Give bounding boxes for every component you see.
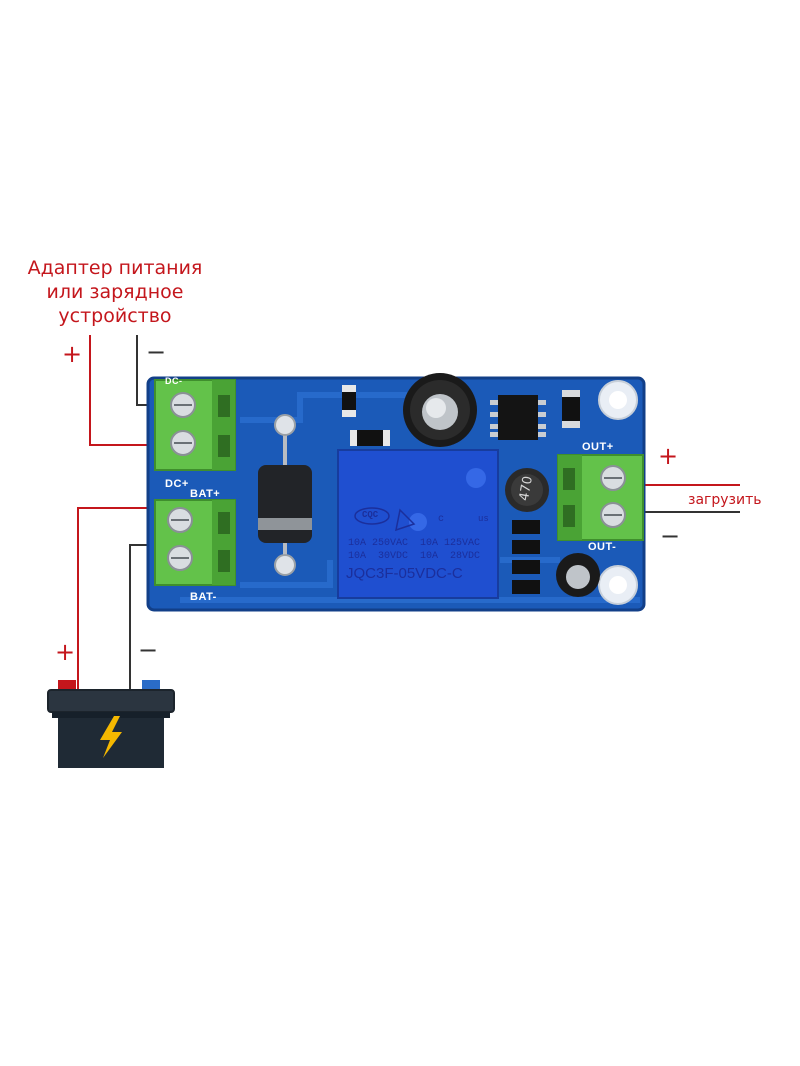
source-label-line1: Адаптер питания — [27, 257, 203, 279]
load-minus-sign: − — [660, 522, 681, 550]
smd-diode — [350, 430, 390, 446]
diode — [258, 414, 312, 576]
battery-plus-sign: + — [55, 638, 76, 666]
source-label-line2: или зарядное — [46, 281, 184, 303]
battery-plus-wire — [77, 507, 160, 690]
smd-resistors — [512, 520, 540, 594]
source-plus-sign: + — [62, 340, 83, 368]
relay-brand: CQC — [362, 510, 379, 520]
dc-terminal-block — [154, 379, 236, 471]
relay-rating-line2: 10A 30VDC 10A 28VDC — [348, 551, 481, 562]
electrolytic-capacitor-small — [556, 553, 600, 597]
source-label-line3: устройство — [58, 305, 172, 327]
inductor — [505, 468, 549, 512]
relay-model: JQC3F-05VDC-C — [346, 565, 463, 582]
ic-chip — [490, 395, 546, 440]
smd-diode-right — [562, 390, 580, 428]
electrolytic-capacitor-large — [403, 373, 477, 447]
battery-minus-sign: − — [138, 636, 159, 664]
out-minus-label: OUT- — [588, 541, 617, 553]
out-plus-label: OUT+ — [582, 441, 614, 453]
relay-mark-us: us — [478, 514, 489, 524]
source-plus-wire — [89, 335, 160, 446]
out-terminal-block — [557, 454, 644, 541]
mounting-hole — [598, 565, 638, 605]
bat-plus-label: BAT+ — [190, 488, 221, 500]
relay-rating-line1: 10A 250VAC 10A 125VAC — [348, 538, 481, 549]
bat-terminal-block — [154, 499, 236, 586]
relay-mark-c: c — [438, 514, 445, 525]
lightning-bolt-icon — [100, 716, 122, 758]
battery-icon — [47, 680, 175, 768]
smd-resistor — [342, 385, 356, 417]
dc-minus-label: DC- — [165, 376, 183, 386]
relay — [337, 449, 499, 599]
mounting-hole — [598, 380, 638, 420]
load-label: загрузить — [688, 492, 762, 508]
dc-plus-label: DC+ — [165, 478, 189, 490]
load-plus-sign: + — [658, 442, 679, 470]
bat-minus-label: BAT- — [190, 591, 217, 603]
source-minus-sign: − — [146, 338, 167, 366]
